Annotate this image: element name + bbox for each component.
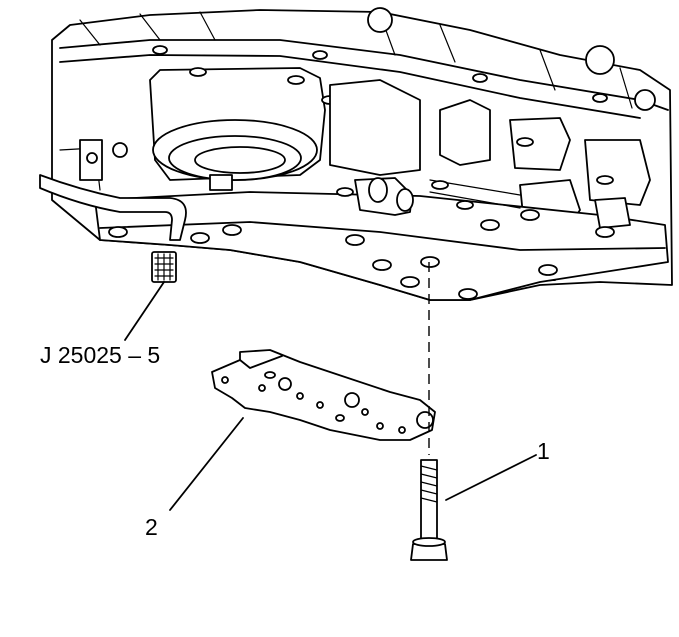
item-1-callout-label: 1 (537, 438, 550, 464)
guide-pin-tool (124, 251, 177, 341)
bolt (410, 262, 537, 561)
flange-bolts (108, 137, 615, 300)
tool-callout-label: J 25025 – 5 (40, 342, 161, 368)
cover-plate (169, 349, 436, 511)
accumulator-housing (149, 67, 339, 181)
item-2-callout-label: 2 (145, 514, 158, 540)
